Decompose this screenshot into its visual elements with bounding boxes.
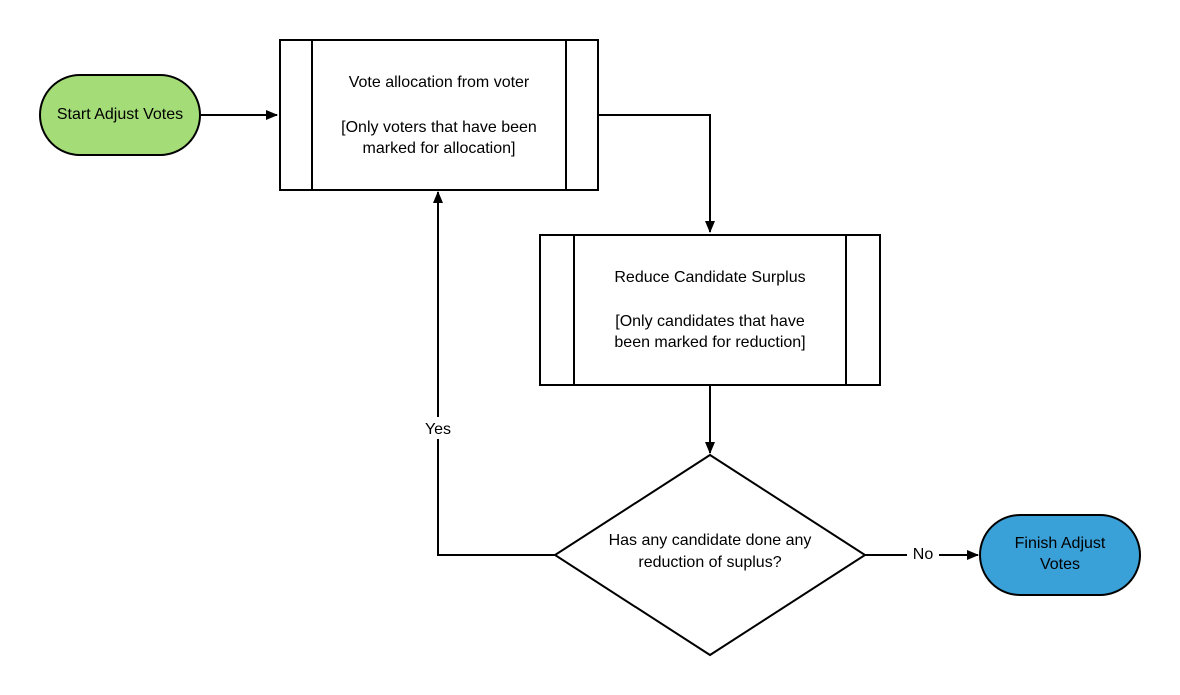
finish-node-label-line1: Finish Adjust — [1015, 535, 1106, 552]
reduce-surplus-process[interactable]: Reduce Candidate Surplus [Only candidate… — [539, 234, 881, 386]
reduce-surplus-note-line2: been marked for reduction] — [614, 334, 805, 351]
finish-node[interactable]: Finish Adjust Votes — [979, 514, 1141, 596]
start-node[interactable]: Start Adjust Votes — [39, 74, 201, 156]
start-node-label: Start Adjust Votes — [57, 106, 183, 123]
reduce-surplus-box — [539, 234, 881, 386]
yes-edge-label: Yes — [425, 421, 451, 438]
yes-label-background — [420, 417, 458, 439]
edge-decision-yes-loop — [433, 191, 555, 556]
decision-question-line1: Has any candidate done any — [609, 532, 812, 549]
reduce-surplus-note-line1: [Only candidates that have — [615, 313, 805, 330]
decision-question-line2: reduction of suplus? — [638, 554, 781, 571]
start-terminator-shape — [39, 74, 201, 156]
no-label-background — [907, 543, 939, 563]
no-edge-label: No — [913, 546, 934, 563]
reduce-surplus-title: Reduce Candidate Surplus — [614, 269, 805, 286]
finish-node-label-line2: Votes — [1040, 556, 1080, 573]
vote-allocation-note-line1: [Only voters that have been — [341, 119, 537, 136]
vote-allocation-box — [279, 39, 599, 191]
finish-terminator-shape — [979, 514, 1141, 596]
decision-diamond-shape — [553, 453, 867, 657]
vote-allocation-title: Vote allocation from voter — [349, 74, 530, 91]
vote-allocation-process[interactable]: Vote allocation from voter [Only voters … — [279, 39, 599, 191]
vote-allocation-note-line2: marked for allocation] — [363, 140, 516, 157]
surplus-decision[interactable]: Has any candidate done any reduction of … — [553, 453, 867, 657]
edge-vote-allocation-to-reduce-surplus — [598, 114, 715, 233]
